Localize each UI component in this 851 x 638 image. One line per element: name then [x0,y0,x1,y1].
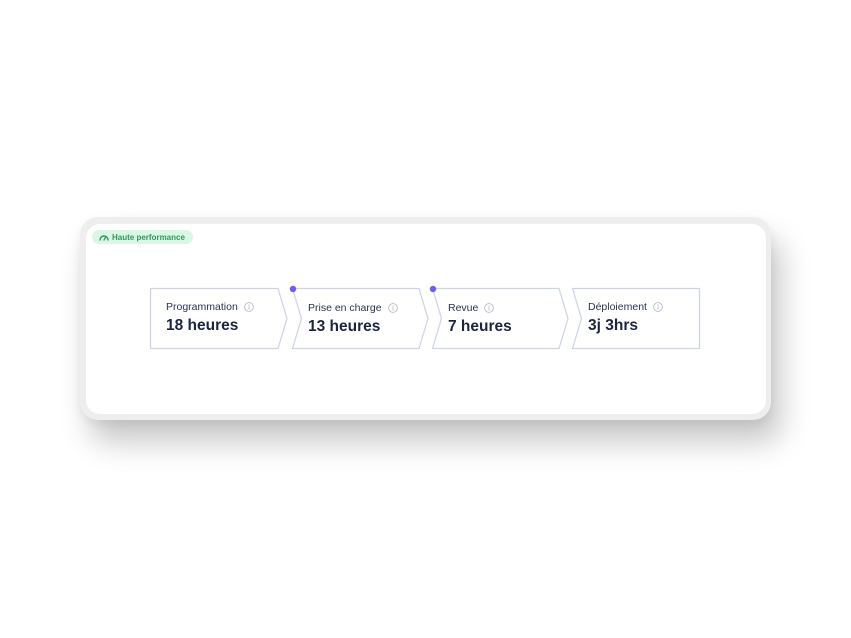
step-shape-programmation [149,287,288,350]
step-value: 18 heures [166,317,239,334]
cycle-time-card: Haute performance Programmation [86,224,766,414]
gauge-icon [99,234,109,241]
info-icon[interactable] [484,303,495,313]
performance-badge: Haute performance [92,230,193,244]
info-icon[interactable] [387,303,398,313]
step-value: 7 heures [448,318,512,335]
step-label: Revue [448,302,479,314]
step-label-row-programmation: Programmation [166,301,254,313]
step-shape-revue [431,287,569,350]
step-shape-deploiement [571,287,701,350]
step-value: 13 heures [308,318,381,335]
info-icon[interactable] [243,302,254,312]
step-label-row-deploiement: Déploiement [588,301,663,313]
step-value: 3j 3hrs [588,317,638,334]
step-label: Prise en charge [308,302,382,314]
info-icon[interactable] [653,302,663,312]
step-label-row-prise-en-charge: Prise en charge [308,302,398,314]
step-marker-revue [429,285,437,293]
pipeline-shapes [149,285,701,350]
step-marker-prise-en-charge [289,285,297,293]
step-label: Programmation [166,301,238,313]
performance-badge-label: Haute performance [112,232,185,242]
step-label-row-revue: Revue [448,302,495,314]
pipeline: Programmation 18 heures Prise en charge … [86,224,766,414]
step-label: Déploiement [588,301,647,313]
